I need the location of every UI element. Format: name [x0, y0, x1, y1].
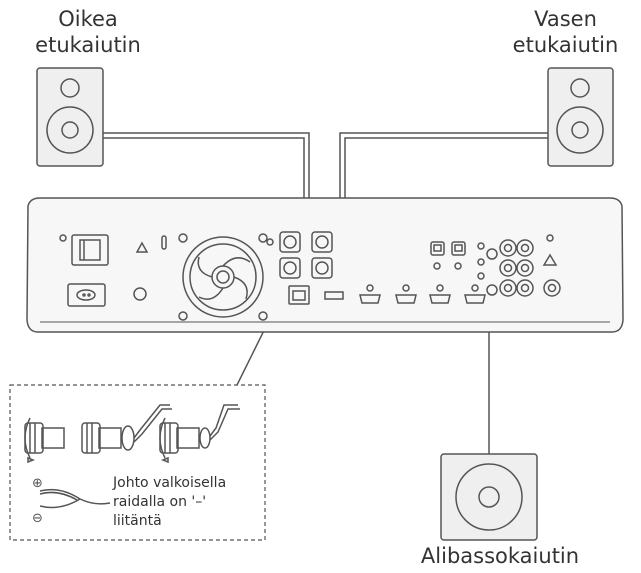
- speaker-wire-illustration: [39, 488, 111, 509]
- av-receiver-back-panel: [26, 197, 624, 333]
- subwoofer-label: Alibassokaiutin: [420, 544, 580, 568]
- ethernet-port: [288, 285, 310, 305]
- left-front-label-line1: Vasen: [534, 7, 597, 31]
- subwoofer-speaker: [440, 453, 538, 541]
- power-switch: [71, 234, 109, 266]
- speaker-terminals: [266, 231, 333, 279]
- wire-note-line2: raidalla on '–': [113, 494, 207, 510]
- terminal-knob-step-1: [24, 417, 65, 464]
- screw-icon: [59, 234, 67, 242]
- optical-port: [451, 241, 466, 256]
- terminal-knob-step-3: [159, 404, 240, 464]
- wire-detail-callout: [9, 384, 266, 541]
- hdmi-ports: [359, 284, 486, 304]
- cooling-fan-icon: [178, 233, 268, 321]
- right-front-speaker: [36, 67, 104, 167]
- wire-note-line1: Johto valkoisella: [113, 475, 227, 491]
- optical-port: [430, 241, 445, 256]
- rca-jacks: [486, 234, 561, 297]
- left-front-speaker: [547, 67, 614, 167]
- terminal-knob-step-2: [81, 404, 172, 454]
- ac-inlet: [67, 283, 106, 307]
- left-front-label-line2: etukaiutin: [512, 33, 619, 57]
- screw-icon: [135, 241, 149, 253]
- plus-terminal-icon: ⊕: [32, 476, 43, 491]
- wire-polarity-note: Johto valkoisella raidalla on '–' liitän…: [113, 474, 253, 531]
- right-front-label-line2: etukaiutin: [35, 33, 141, 57]
- wire-note-line3: liitäntä: [113, 513, 162, 529]
- right-front-label-line1: Oikea: [58, 7, 118, 31]
- minus-terminal-icon: ⊖: [32, 511, 43, 526]
- left-front-speaker-label: Vasen etukaiutin: [490, 6, 641, 58]
- usb-port: [324, 291, 344, 300]
- right-front-speaker-label: Oikea etukaiutin: [8, 6, 168, 58]
